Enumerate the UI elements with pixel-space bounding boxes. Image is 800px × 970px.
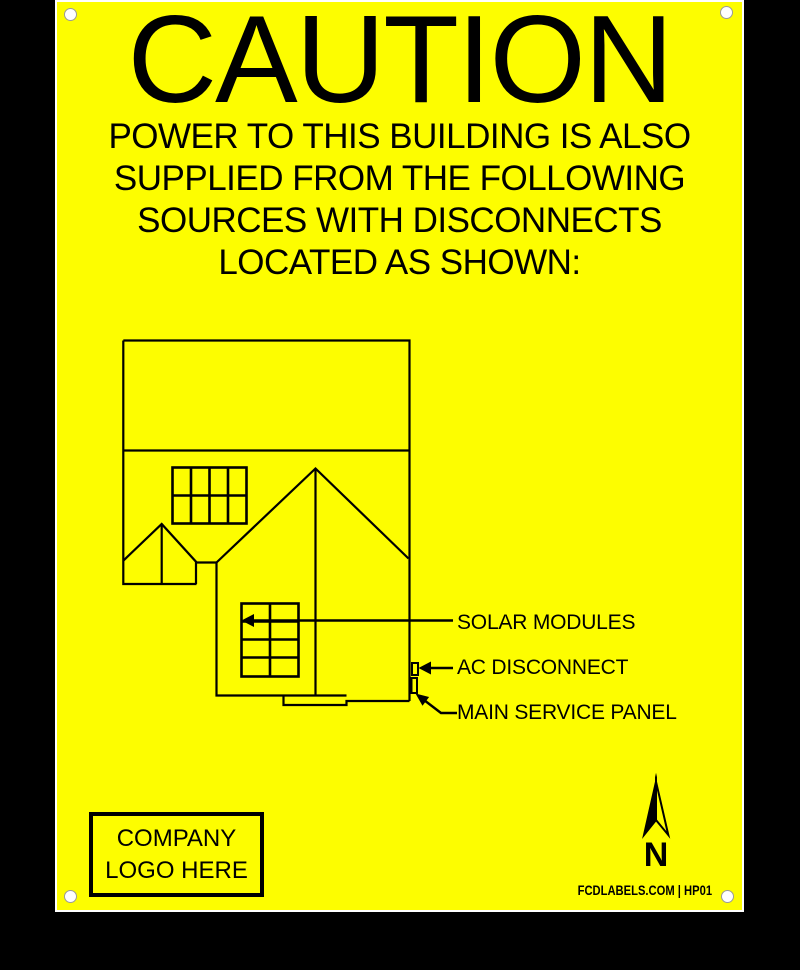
main-service-panel-arrow [415, 693, 457, 715]
roof-solar-array [171, 466, 248, 525]
vendor-part-number: FCDLABELS.COM | HP01 [577, 882, 712, 898]
caution-sign: CAUTION POWER TO THIS BUILDING IS ALSO S… [55, 0, 744, 912]
subtitle-line-4: LOCATED AS SHOWN: [218, 243, 581, 282]
sign-title: CAUTION [127, 0, 674, 129]
house-outline [122, 339, 411, 707]
ac-disconnect-arrow [418, 661, 453, 675]
main-service-panel-box [410, 677, 418, 694]
north-letter: N [643, 836, 669, 874]
logo-line-2: LOGO HERE [105, 856, 248, 884]
mounting-hole-top-left [64, 8, 77, 21]
wall-solar-array [240, 602, 300, 678]
company-logo-placeholder: COMPANY LOGO HERE [89, 812, 264, 897]
north-needle [642, 772, 671, 840]
building-diagram [122, 339, 671, 840]
sign-subtitle: POWER TO THIS BUILDING IS ALSO SUPPLIED … [57, 116, 742, 284]
logo-line-1: COMPANY [116, 824, 237, 852]
solar-modules-label: SOLAR MODULES [457, 611, 636, 634]
mounting-hole-top-right [720, 6, 733, 19]
ac-disconnect-label: AC DISCONNECT [457, 656, 629, 679]
main-service-panel-label: MAIN SERVICE PANEL [457, 701, 677, 724]
ac-disconnect-box [411, 662, 419, 676]
solar-modules-arrow [241, 614, 453, 627]
subtitle-line-2: SUPPLIED FROM THE FOLLOWING [113, 159, 686, 198]
mounting-hole-bottom-left [64, 890, 77, 903]
subtitle-line-3: SOURCES WITH DISCONNECTS [137, 201, 662, 240]
subtitle-line-1: POWER TO THIS BUILDING IS ALSO [108, 117, 691, 156]
mounting-hole-bottom-right [721, 890, 734, 903]
